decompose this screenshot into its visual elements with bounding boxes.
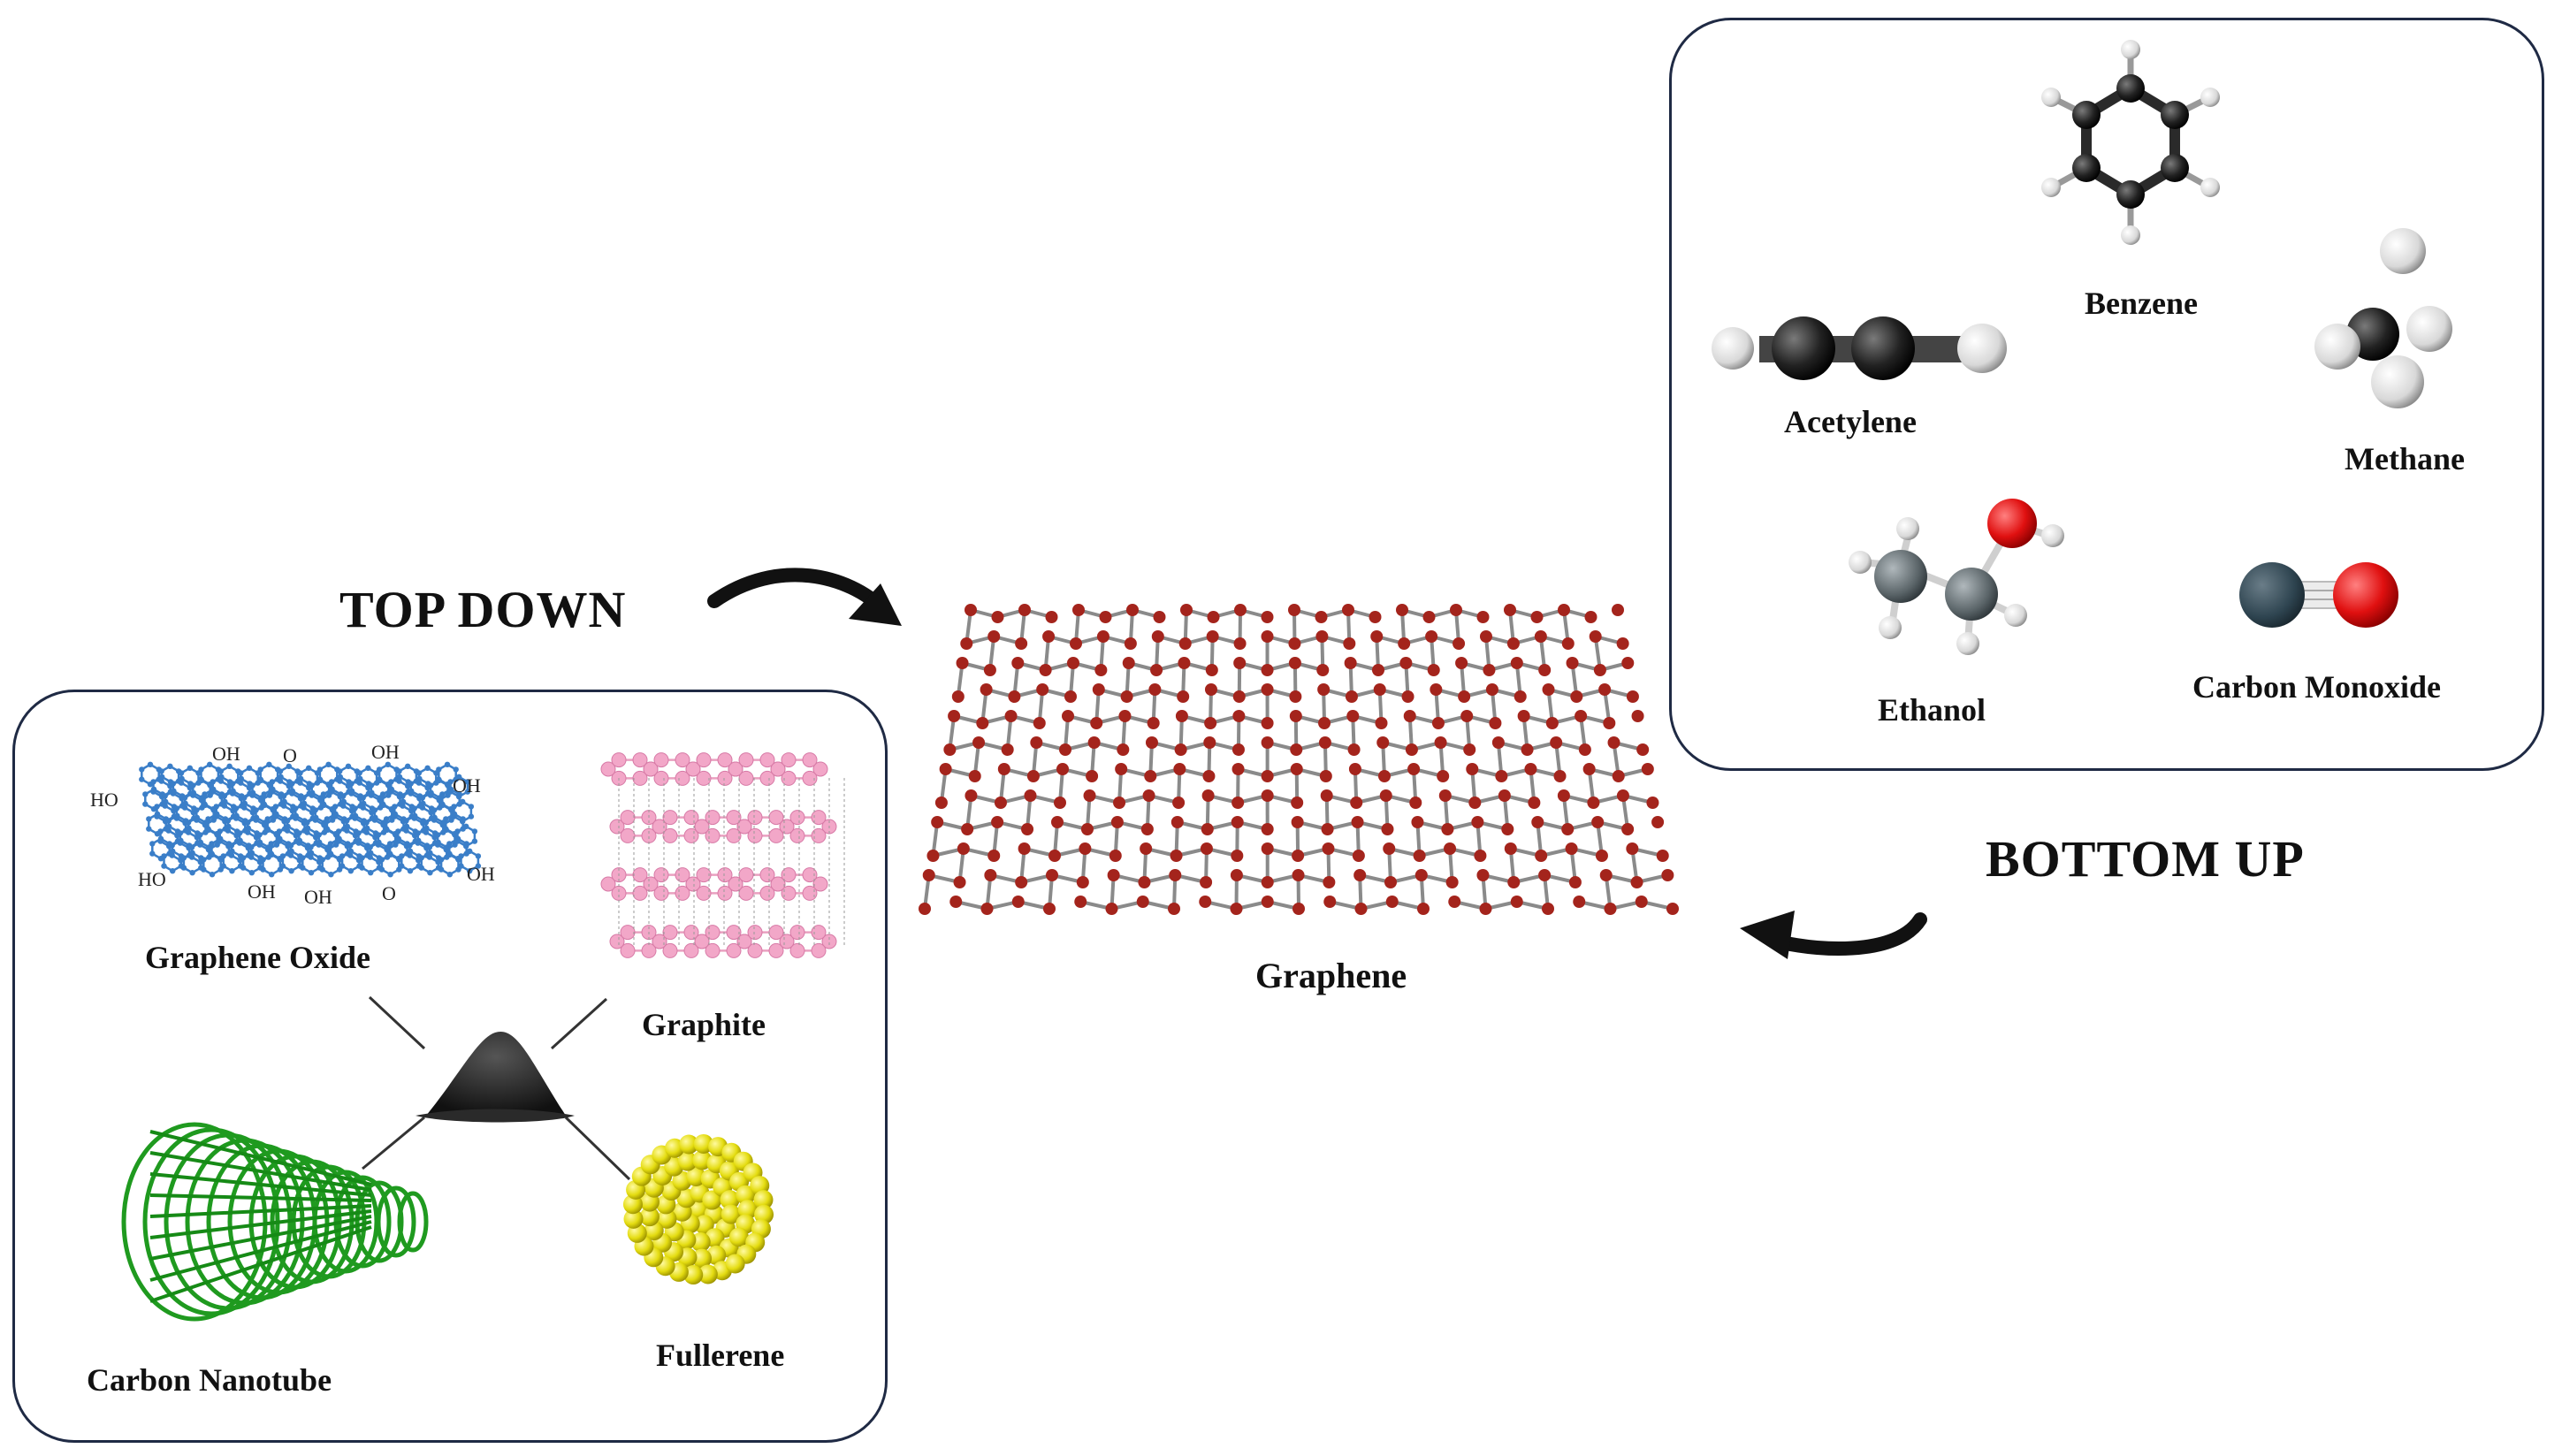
graphene-label: Graphene bbox=[1255, 956, 1407, 995]
graphite-label: Graphite bbox=[642, 1007, 766, 1042]
svg-text:O: O bbox=[382, 882, 396, 904]
top-down-arrow-icon bbox=[707, 568, 902, 626]
graphene-oxide-label: Graphene Oxide bbox=[145, 940, 371, 975]
graphene-oxide-image: HO OH O OH OH HO OH OH O OH bbox=[90, 741, 495, 908]
carbon-nanotube-image bbox=[121, 1122, 429, 1322]
fullerene-image bbox=[622, 1133, 774, 1285]
svg-text:HO: HO bbox=[138, 868, 166, 890]
carbon-powder-image bbox=[416, 1031, 575, 1123]
acetylene-label: Acetylene bbox=[1784, 404, 1917, 439]
svg-text:O: O bbox=[283, 744, 297, 766]
bottom-up-title: BOTTOM UP bbox=[1986, 830, 2305, 888]
carbon-nanotube-label: Carbon Nanotube bbox=[87, 1362, 332, 1398]
top-down-title: TOP DOWN bbox=[339, 581, 627, 638]
benzene-molecule-image bbox=[2041, 40, 2220, 245]
methane-label: Methane bbox=[2345, 441, 2465, 476]
svg-text:OH: OH bbox=[304, 886, 332, 908]
svg-text:OH: OH bbox=[371, 741, 400, 763]
svg-text:OH: OH bbox=[453, 774, 481, 797]
svg-text:HO: HO bbox=[90, 789, 118, 811]
benzene-label: Benzene bbox=[2085, 286, 2198, 321]
bottom-up-arrow-icon bbox=[1740, 911, 1927, 959]
svg-text:OH: OH bbox=[248, 880, 276, 903]
carbon-monoxide-label: Carbon Monoxide bbox=[2192, 669, 2442, 705]
graphene-sheet-image bbox=[919, 604, 1679, 915]
fullerene-label: Fullerene bbox=[656, 1338, 785, 1373]
acetylene-molecule-image bbox=[1712, 316, 2007, 380]
ethanol-molecule-image bbox=[1849, 499, 2064, 655]
graphite-image bbox=[600, 752, 845, 958]
ethanol-label: Ethanol bbox=[1878, 692, 1986, 728]
connector-lines bbox=[362, 995, 631, 1181]
carbon-monoxide-molecule-image bbox=[2239, 562, 2398, 628]
svg-text:OH: OH bbox=[467, 863, 495, 885]
methane-molecule-image bbox=[2314, 228, 2452, 408]
svg-text:OH: OH bbox=[212, 743, 240, 765]
